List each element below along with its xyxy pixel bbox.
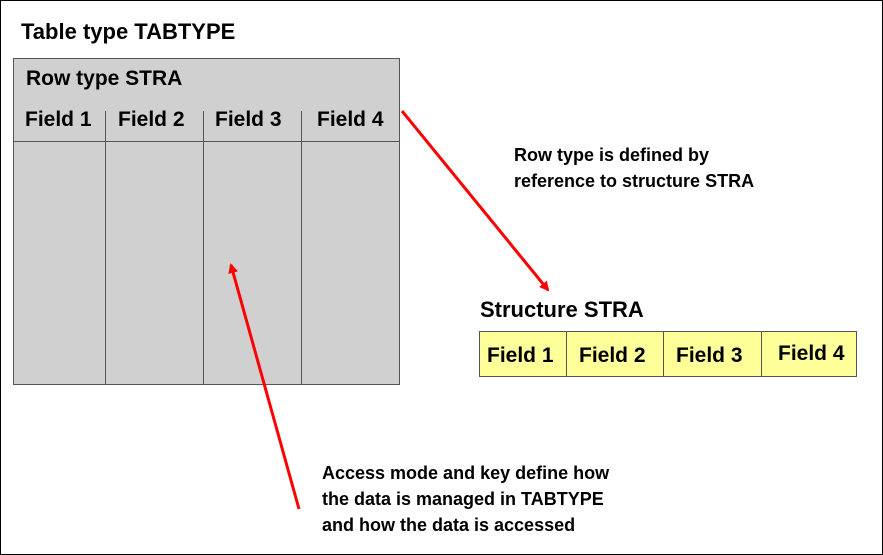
column-header-field-2: Field 2 (118, 108, 185, 131)
structure-divider-1 (566, 332, 567, 376)
row-type-arrow (400, 110, 550, 292)
structure-title: Structure STRA (480, 297, 644, 322)
row-type-label: Row type STRA (26, 67, 183, 90)
structure-field-4: Field 4 (778, 342, 845, 365)
access-arrow (228, 263, 301, 510)
structure-field-3: Field 3 (676, 344, 743, 367)
structure-field-2: Field 2 (579, 344, 646, 367)
structure-box: Field 1 Field 2 Field 3 Field 4 (479, 331, 857, 377)
column-header-field-1: Field 1 (25, 108, 92, 131)
table-type-title: Table type TABTYPE (21, 19, 236, 44)
row-type-note: Row type is defined by reference to stru… (514, 142, 754, 194)
access-note-line-3: and how the data is accessed (322, 515, 576, 535)
structure-divider-3 (761, 332, 762, 376)
structure-field-1: Field 1 (487, 344, 554, 367)
column-header-field-4: Field 4 (317, 108, 384, 131)
row-type-note-line-1: Row type is defined by (514, 145, 710, 165)
table-type-box: Row type STRA Field 1 Field 2 Field 3 Fi… (13, 58, 400, 385)
column-divider-3 (301, 111, 302, 385)
structure-divider-2 (663, 332, 664, 376)
row-type-note-line-2: reference to structure STRA (514, 171, 755, 191)
column-header-field-3: Field 3 (215, 108, 282, 131)
column-divider-2 (203, 111, 204, 385)
access-note: Access mode and key define how the data … (322, 460, 609, 538)
access-note-line-1: Access mode and key define how (322, 463, 610, 483)
column-divider-1 (105, 111, 106, 385)
header-divider (14, 141, 399, 142)
access-note-line-2: the data is managed in TABTYPE (322, 489, 604, 509)
